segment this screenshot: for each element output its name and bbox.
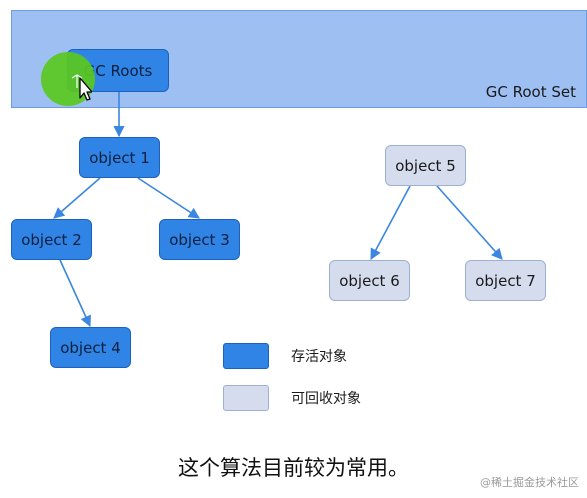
- object-4-node[interactable]: object 4: [50, 327, 131, 368]
- object-3-node[interactable]: object 3: [159, 219, 240, 260]
- legend-dead-swatch: [223, 385, 269, 411]
- gc-roots-label: GC Roots: [83, 61, 153, 80]
- object-1-node[interactable]: object 1: [79, 137, 160, 178]
- watermark: @稀土掘金技术社区: [480, 476, 579, 489]
- legend-dead-label: 可回收对象: [291, 391, 361, 407]
- edge-object-1-to-object-2: [53, 177, 101, 219]
- caption: 这个算法目前较为常用。: [178, 456, 409, 480]
- object-2-label: object 2: [21, 230, 82, 249]
- object-7-label: object 7: [475, 271, 536, 290]
- legend-live-label: 存活对象: [291, 349, 347, 365]
- edge-object-2-to-object-4: [59, 259, 91, 328]
- object-5-label: object 5: [395, 156, 456, 175]
- gc-root-set-label: GC Root Set: [485, 83, 576, 101]
- object-6-label: object 6: [339, 271, 400, 290]
- edge-object-5-to-object-6: [370, 185, 411, 260]
- object-4-label: object 4: [60, 338, 121, 357]
- object-5-node[interactable]: object 5: [385, 145, 466, 186]
- pointer-cursor-icon: [71, 74, 92, 101]
- object-6-node[interactable]: object 6: [329, 260, 410, 301]
- object-7-node[interactable]: object 7: [465, 260, 546, 301]
- legend-live-swatch: [223, 343, 269, 369]
- object-3-label: object 3: [169, 230, 230, 249]
- edge-object-1-to-object-3: [137, 177, 200, 219]
- object-2-node[interactable]: object 2: [11, 219, 92, 260]
- object-1-label: object 1: [89, 148, 150, 167]
- edge-object-5-to-object-7: [436, 185, 503, 260]
